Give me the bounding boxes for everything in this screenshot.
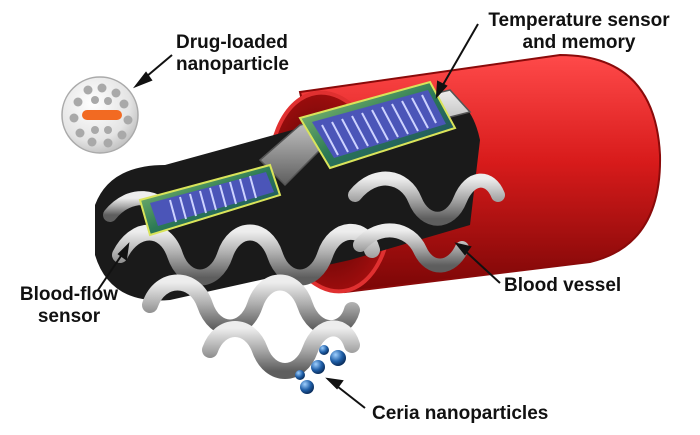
blood-vessel-label: Blood vessel [504, 275, 621, 297]
drug-nanoparticle [61, 76, 139, 154]
temp-label-line2: and memory [522, 32, 636, 53]
flow-label-line2: sensor [37, 306, 101, 327]
flow-label-line1: Blood-flow [19, 284, 119, 305]
pointer-arrows [97, 23, 501, 409]
drug-label-line2: nanoparticle [176, 54, 289, 75]
temperature-sensor-chip [298, 80, 457, 170]
drug-core [82, 110, 122, 120]
drug-nanoparticle-label: Drug-loaded nanoparticle [176, 32, 289, 76]
blood-flow-sensor-chip [138, 163, 282, 237]
drug-label-line1: Drug-loaded [176, 32, 288, 53]
ceria-nanoparticles-label: Ceria nanoparticles [372, 403, 548, 425]
temperature-sensor-label: Temperature sensor and memory [484, 10, 674, 54]
blood-flow-sensor-label: Blood-flow sensor [14, 284, 124, 328]
vessel-label-line1: Blood vessel [504, 275, 622, 296]
ceria-label-line1: Ceria nanoparticles [372, 403, 549, 424]
ceria-nanoparticles [295, 345, 346, 394]
temp-label-line1: Temperature sensor [488, 10, 670, 31]
